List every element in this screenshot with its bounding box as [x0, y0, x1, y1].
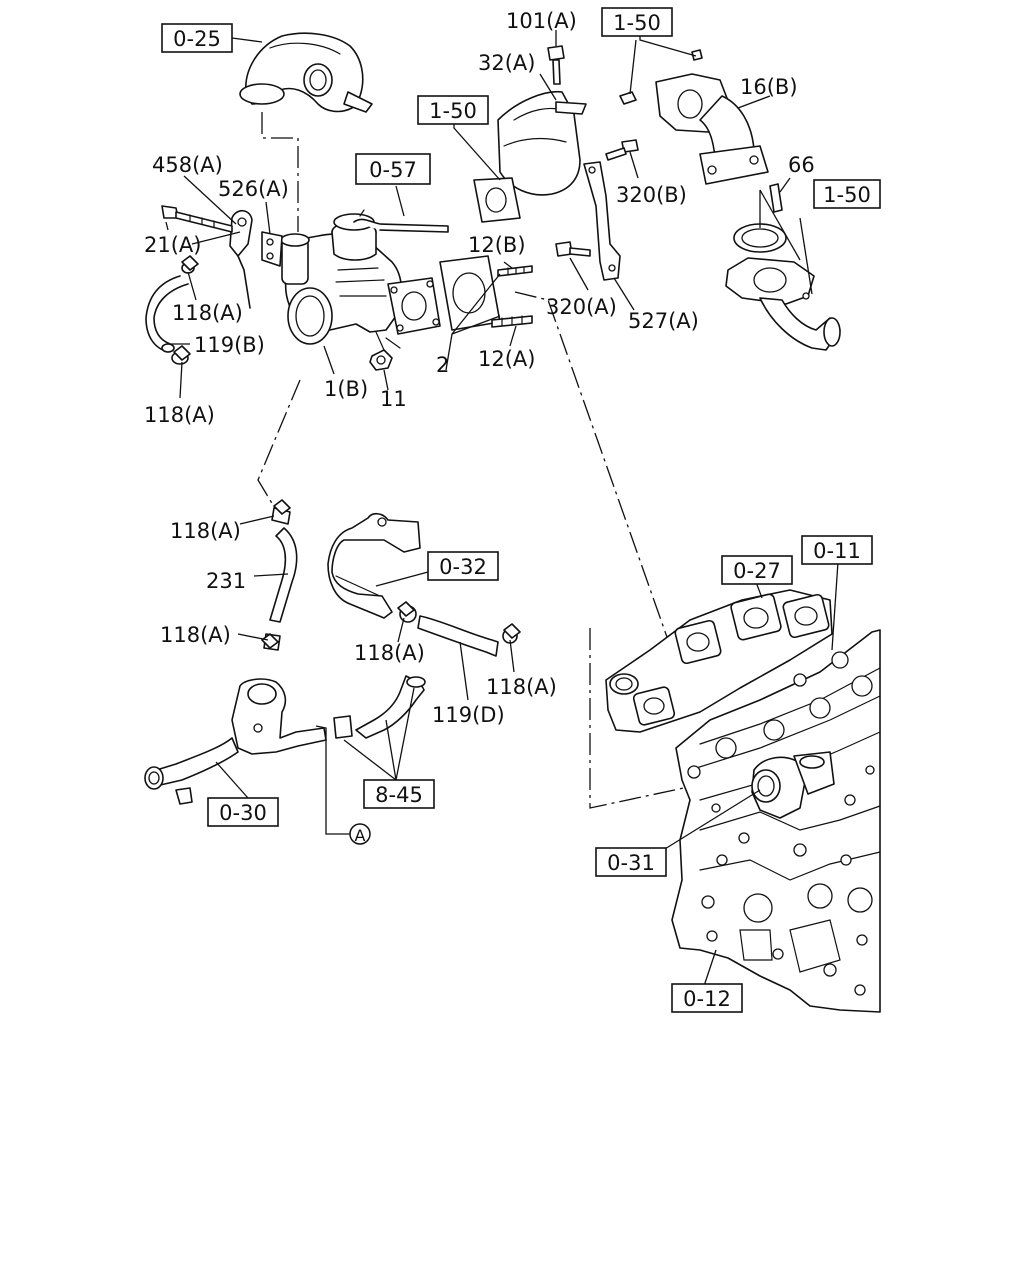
ref-box-0-30: 0-30 [207, 797, 279, 827]
ref-box-1-50-top: 1-50 [601, 7, 673, 37]
hose-231 [263, 507, 298, 651]
nut-11 [369, 349, 393, 371]
bolt-320b [605, 139, 639, 161]
ref-box-1-50-right: 1-50 [813, 179, 881, 209]
label-526a: 526(A) [218, 177, 289, 201]
label-119b: 119(B) [194, 333, 265, 357]
exhaust-pipe-lower [759, 297, 841, 351]
label-11: 11 [380, 387, 407, 411]
hose-8-45 [333, 675, 426, 739]
stud-66 [769, 183, 783, 213]
ref-box-1-50-left: 1-50 [417, 95, 489, 125]
water-outlet-0-30 [144, 678, 327, 805]
label-16b: 16(B) [740, 75, 798, 99]
part-labels: 101(A) 32(A) 16(B) 66 458(A) 526(A) 320(… [144, 9, 815, 727]
label-320a: 320(A) [546, 295, 617, 319]
ref-box-0-27: 0-27 [721, 555, 793, 585]
label-231: 231 [206, 569, 246, 593]
bolt-101a [547, 45, 565, 85]
turbocharger [280, 213, 441, 351]
svg-text:0-25: 0-25 [173, 27, 221, 51]
oil-pipe-0-57 [353, 209, 449, 233]
svg-text:0-27: 0-27 [733, 559, 781, 583]
label-2: 2 [436, 353, 449, 377]
bracket-458 [229, 209, 283, 309]
label-21a: 21(A) [144, 233, 201, 257]
ref-box-0-57: 0-57 [355, 153, 431, 185]
svg-text:0-32: 0-32 [439, 555, 487, 579]
label-119d: 119(D) [432, 703, 505, 727]
svg-text:0-31: 0-31 [607, 851, 655, 875]
oil-pipe-0-32 [327, 512, 421, 619]
label-118a-2: 118(A) [144, 403, 215, 427]
ref-box-0-31: 0-31 [595, 847, 667, 877]
ref-box-0-12: 0-12 [671, 983, 743, 1013]
ref-box-0-11: 0-11 [801, 535, 873, 565]
intake-elbow [239, 32, 373, 113]
label-458a: 458(A) [152, 153, 223, 177]
bolt-320a [555, 241, 591, 257]
svg-text:A: A [355, 826, 366, 845]
svg-text:0-11: 0-11 [813, 539, 861, 563]
svg-text:0-57: 0-57 [369, 158, 417, 182]
connector-marker-a: A [349, 823, 371, 845]
label-12b: 12(B) [468, 233, 526, 257]
exhaust-pipe-16b [655, 73, 769, 185]
label-66: 66 [788, 153, 815, 177]
exhaust-manifold-0-27 [605, 589, 833, 733]
gasket-1-50-left [473, 177, 521, 223]
svg-text:8-45: 8-45 [375, 783, 423, 807]
stay-527a [583, 161, 621, 281]
ref-box-0-25: 0-25 [161, 23, 233, 53]
clamps [173, 255, 521, 649]
gasket-1-50-right [725, 223, 815, 305]
svg-text:0-12: 0-12 [683, 987, 731, 1011]
stud-1-50-top [619, 49, 703, 105]
heat-shield-32a [497, 90, 587, 196]
svg-text:1-50: 1-50 [823, 183, 871, 207]
engine-block [671, 629, 881, 1013]
label-1b: 1(B) [324, 377, 368, 401]
label-118a-1: 118(A) [172, 301, 243, 325]
label-118a-6: 118(A) [486, 675, 557, 699]
label-12a: 12(A) [478, 347, 535, 371]
label-527a: 527(A) [628, 309, 699, 333]
studs-12 [491, 265, 533, 328]
label-320b: 320(B) [616, 183, 687, 207]
svg-text:0-30: 0-30 [219, 801, 267, 825]
label-32a: 32(A) [478, 51, 535, 75]
label-101a: 101(A) [506, 9, 577, 33]
bolt-21 [161, 205, 233, 233]
label-118a-5: 118(A) [354, 641, 425, 665]
ref-box-8-45: 8-45 [363, 779, 435, 809]
ref-box-0-32: 0-32 [427, 551, 499, 581]
svg-text:1-50: 1-50 [613, 11, 661, 35]
label-118a-4: 118(A) [160, 623, 231, 647]
label-118a-3: 118(A) [170, 519, 241, 543]
svg-text:1-50: 1-50 [429, 99, 477, 123]
